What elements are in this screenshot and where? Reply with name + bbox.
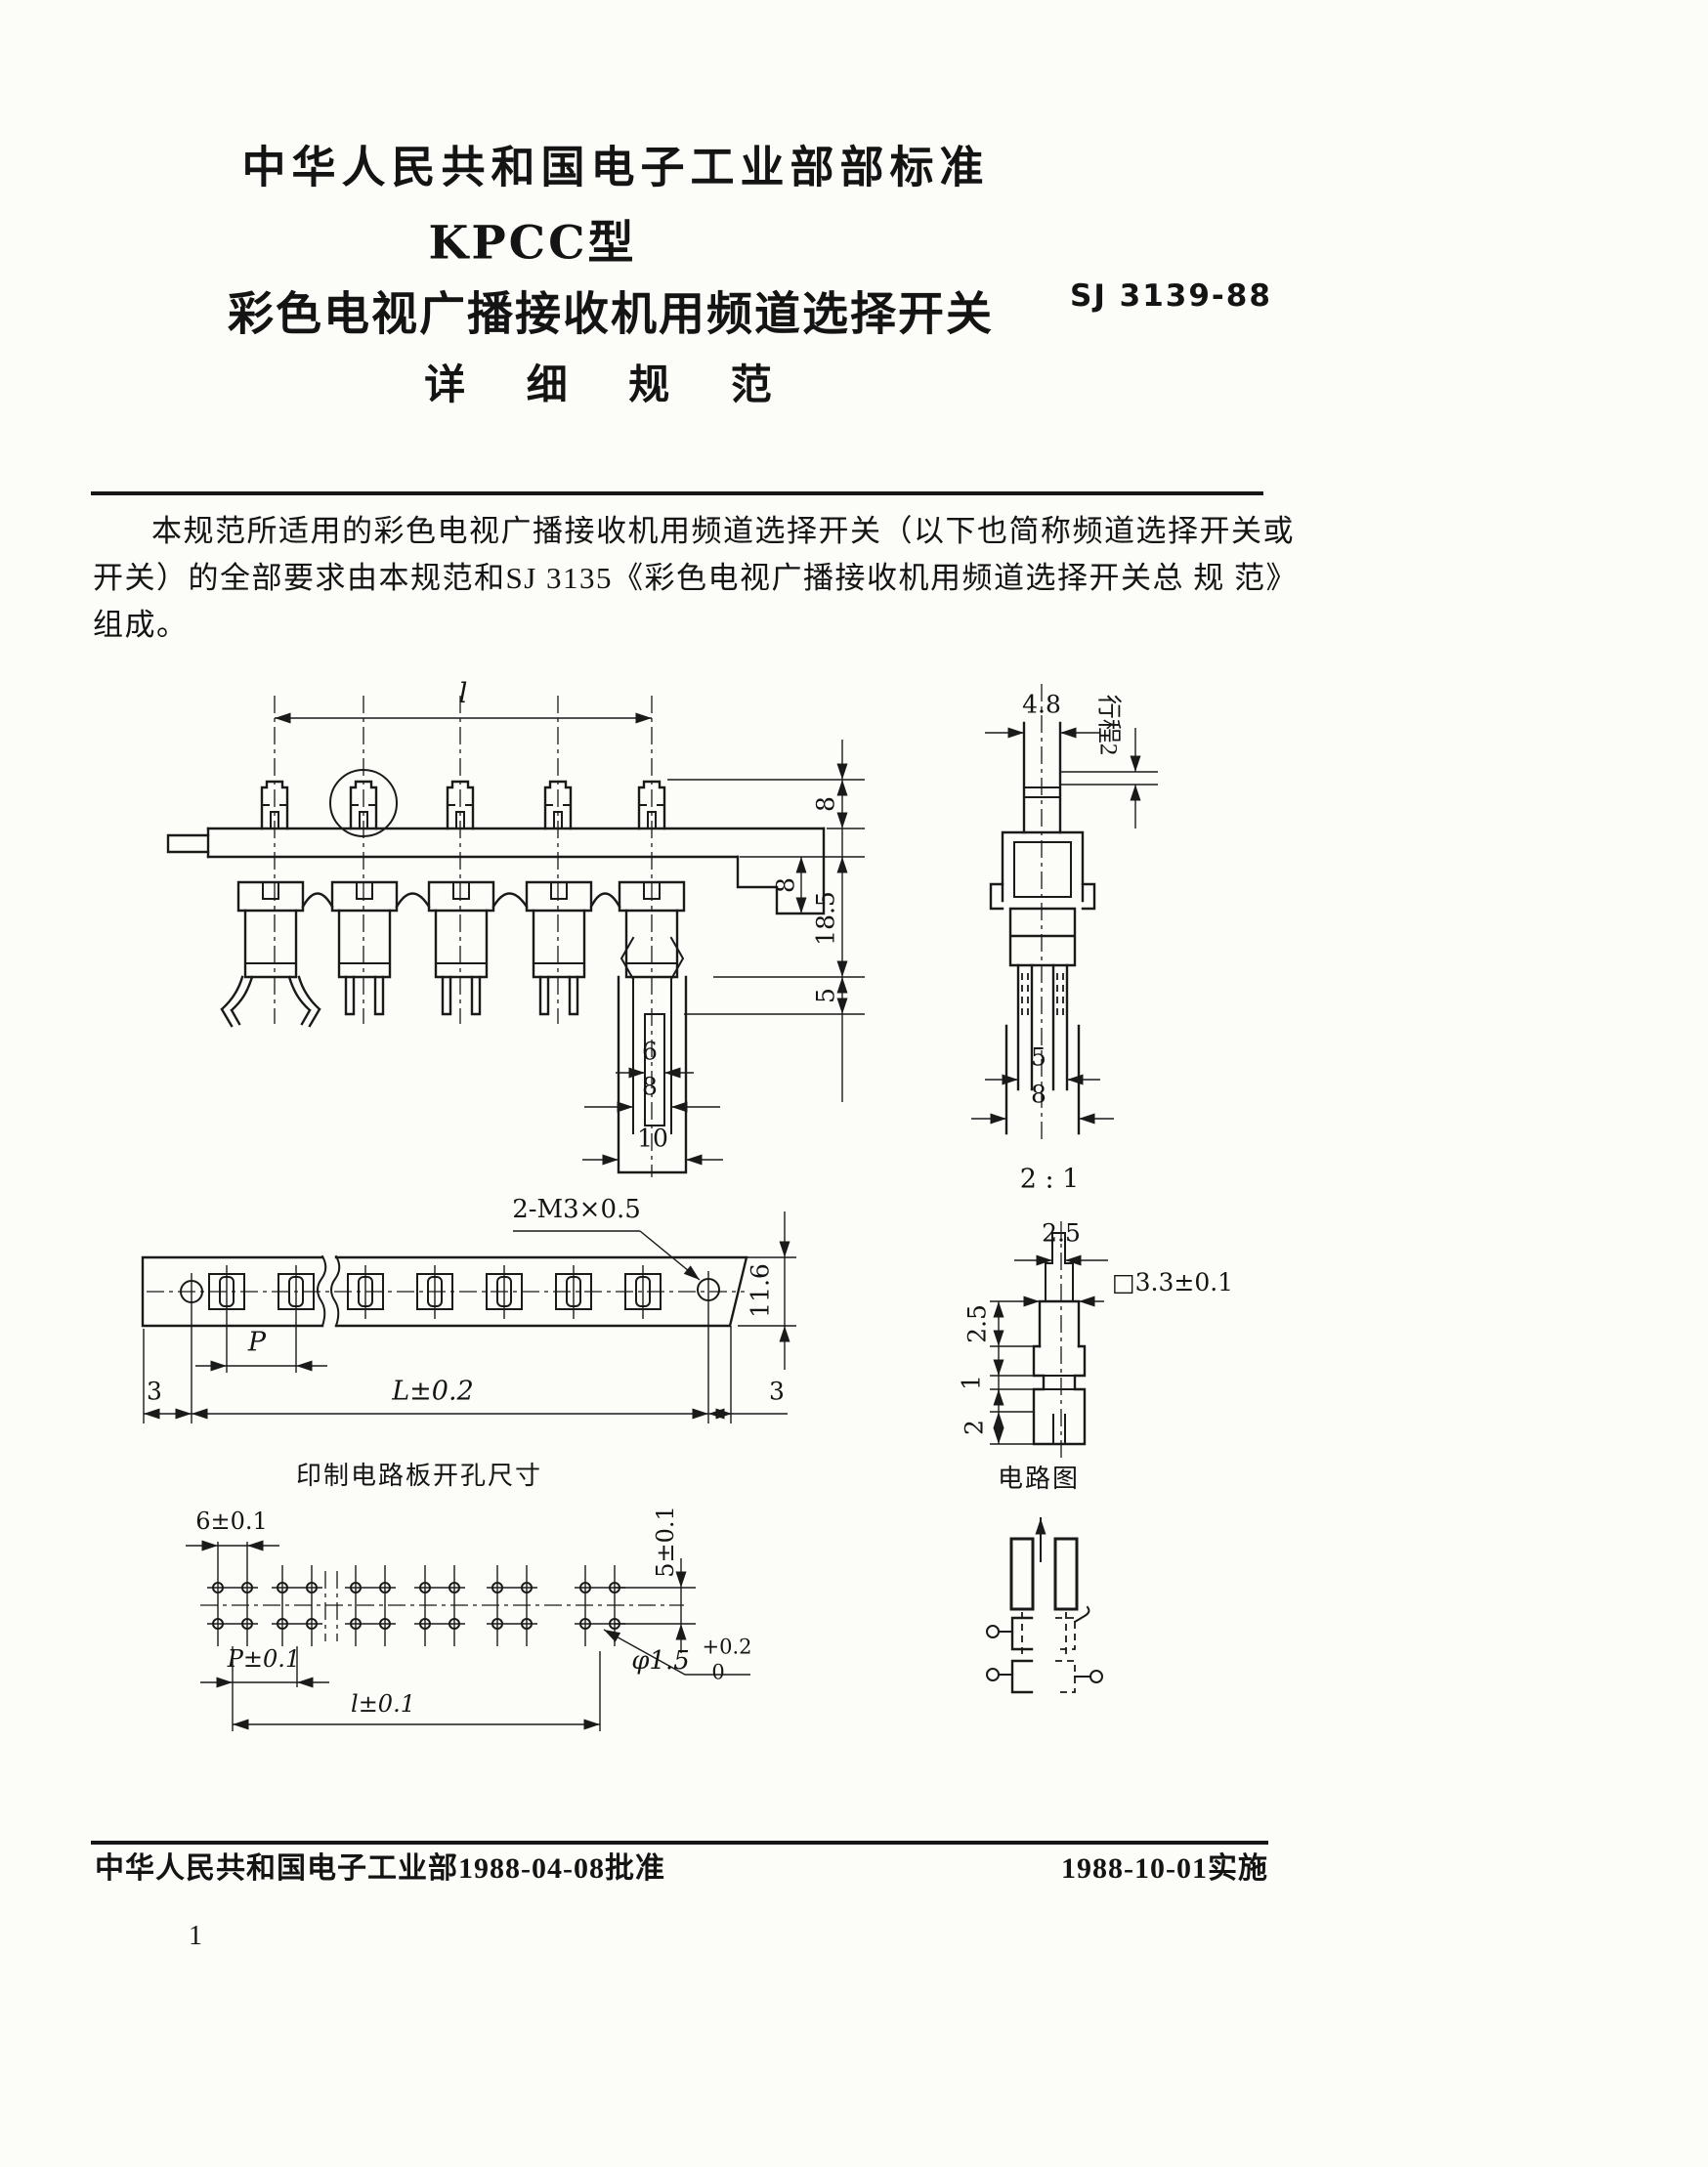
pcb-tolerance-zero: 0 (711, 1660, 725, 1684)
circuit-section-title: 电路图 (998, 1465, 1081, 1493)
detail-dim-2-5-top: 2.5 (1042, 1218, 1081, 1248)
intro-line-1: 本规范所适用的彩色电视广播接收机用频道选择开关（以下也简称频道选择开关或 (151, 514, 1295, 548)
detail-dim-3-3: □3.3±0.1 (1112, 1268, 1234, 1296)
front-dim-6: 6 (642, 1037, 658, 1066)
front-dim-10: 10 (637, 1124, 668, 1153)
footer-divider-rule (91, 1841, 1268, 1845)
pcb-hole-diameter: φ1.5 (631, 1646, 690, 1676)
standard-number: SJ 3139-88 (1070, 278, 1272, 314)
bracket-dim-3-left: 3 (147, 1377, 162, 1406)
pcb-dim-p: P±0.1 (227, 1645, 301, 1673)
front-dim-8-tab: 8 (811, 796, 840, 812)
header-divider-rule (91, 491, 1263, 495)
side-dim-stroke: 行程2 (1094, 694, 1122, 756)
front-dim-8-rod: 8 (642, 1072, 658, 1101)
side-scale-label: 2 : 1 (1019, 1164, 1080, 1195)
side-dim-5: 5 (1031, 1042, 1046, 1072)
side-dim-4-8: 4.8 (1022, 690, 1061, 719)
footer-implementation: 1988-10-01实施 (1061, 1852, 1268, 1885)
front-dim-8-mid: 8 (771, 877, 800, 893)
front-dim-l: l (458, 677, 468, 709)
pcb-dim-6: 6±0.1 (195, 1508, 268, 1535)
bracket-thread-callout: 2-M3×0.5 (512, 1195, 641, 1224)
standard-authority-title: 中华人民共和国电子工业部部标准 (241, 143, 990, 192)
bracket-dim-p: P (247, 1327, 267, 1358)
pcb-tolerance-plus: +0.2 (702, 1635, 752, 1659)
page-number: 1 (189, 1921, 202, 1951)
detail-dim-2: 2 (960, 1420, 989, 1435)
pcb-section-title: 印制电路板开孔尺寸 (296, 1462, 543, 1490)
pcb-dim-l: l±0.1 (351, 1690, 415, 1718)
product-title: 彩色电视广播接收机用频道选择开关 (228, 289, 994, 341)
model-designation: KPCC型 (428, 216, 637, 271)
spec-type-title: 详 细 规 范 (424, 363, 797, 408)
front-dim-18-5: 18.5 (811, 891, 840, 946)
bracket-dim-3-right: 3 (769, 1377, 785, 1406)
front-dim-5: 5 (811, 988, 840, 1003)
bracket-dim-11-6: 11.6 (746, 1263, 775, 1318)
bracket-dim-l: L±0.2 (392, 1376, 474, 1407)
detail-dim-2-5-left: 2.5 (962, 1304, 992, 1343)
detail-dim-1: 1 (957, 1375, 986, 1390)
intro-line-3: 组成。 (93, 608, 189, 642)
intro-line-2: 开关）的全部要求由本规范和SJ 3135《彩色电视广播接收机用频道选择开关总 规… (93, 561, 1299, 595)
side-dim-8: 8 (1031, 1080, 1046, 1109)
footer-approval: 中华人民共和国电子工业部1988-04-08批准 (95, 1852, 665, 1885)
pcb-dim-5: 5±0.1 (652, 1506, 679, 1578)
